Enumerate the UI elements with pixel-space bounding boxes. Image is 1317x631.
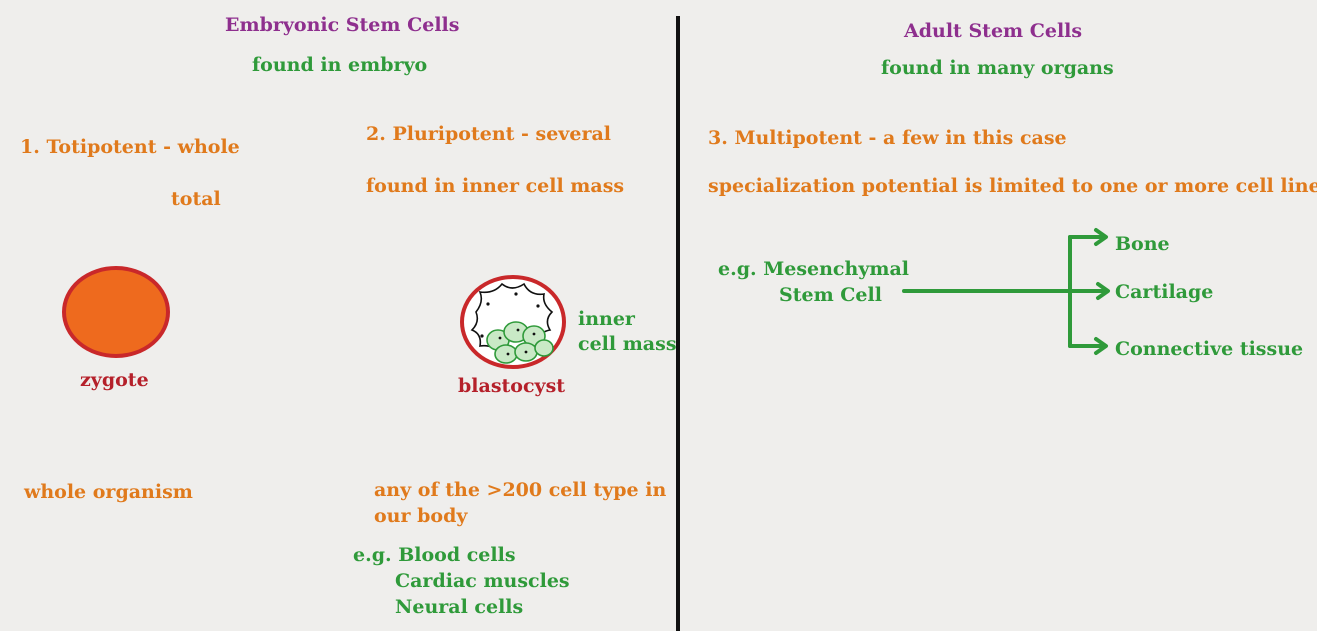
pluripotent-heading: 2. Pluripotent - several xyxy=(366,123,611,145)
pluripotent-example-1: e.g. Blood cells xyxy=(353,544,516,566)
panel-divider xyxy=(676,16,680,631)
target-bone: Bone xyxy=(1115,233,1170,255)
arrowhead-cartilage xyxy=(1096,282,1110,300)
zygote-cell xyxy=(62,266,170,358)
target-connective-tissue: Connective tissue xyxy=(1115,338,1304,360)
multipotent-heading: 3. Multipotent - a few in this case xyxy=(708,127,1067,149)
arrowhead-connective xyxy=(1094,337,1108,355)
blastocyst-label: blastocyst xyxy=(458,375,566,397)
inner-cell-mass-label-1: inner xyxy=(578,308,635,330)
pluripotent-result-1: any of the >200 cell type in xyxy=(374,479,667,501)
totipotent-result: whole organism xyxy=(24,481,193,503)
adult-subtitle: found in many organs xyxy=(881,57,1114,79)
zygote-label: zygote xyxy=(80,369,149,391)
arrowhead-bone xyxy=(1094,228,1108,246)
pluripotent-result-2: our body xyxy=(374,505,468,527)
totipotent-heading: 1. Totipotent - whole xyxy=(20,136,240,158)
target-cartilage: Cartilage xyxy=(1115,281,1214,303)
pluripotent-example-3: Neural cells xyxy=(395,596,524,618)
embryonic-subtitle: found in embryo xyxy=(252,54,428,76)
mesenchymal-label-1: e.g. Mesenchymal xyxy=(718,258,909,280)
differentiation-arrows xyxy=(902,228,1110,355)
blastocyst-figure xyxy=(460,275,566,369)
pluripotent-note: found in inner cell mass xyxy=(366,175,625,197)
inner-cell-mass-label-2: cell mass xyxy=(578,333,677,355)
inner-cell-mass xyxy=(486,321,554,364)
multipotent-note: specialization potential is limited to o… xyxy=(708,175,1317,197)
pluripotent-example-2: Cardiac muscles xyxy=(395,570,570,592)
nucleus-dots xyxy=(480,292,540,356)
embryonic-title: Embryonic Stem Cells xyxy=(225,14,460,36)
mesenchymal-label-2: Stem Cell xyxy=(779,284,882,306)
totipotent-note: total xyxy=(171,188,221,210)
trophoblast-wavy-layer xyxy=(470,282,554,355)
adult-title: Adult Stem Cells xyxy=(904,20,1083,42)
zygote-figure xyxy=(62,266,170,358)
